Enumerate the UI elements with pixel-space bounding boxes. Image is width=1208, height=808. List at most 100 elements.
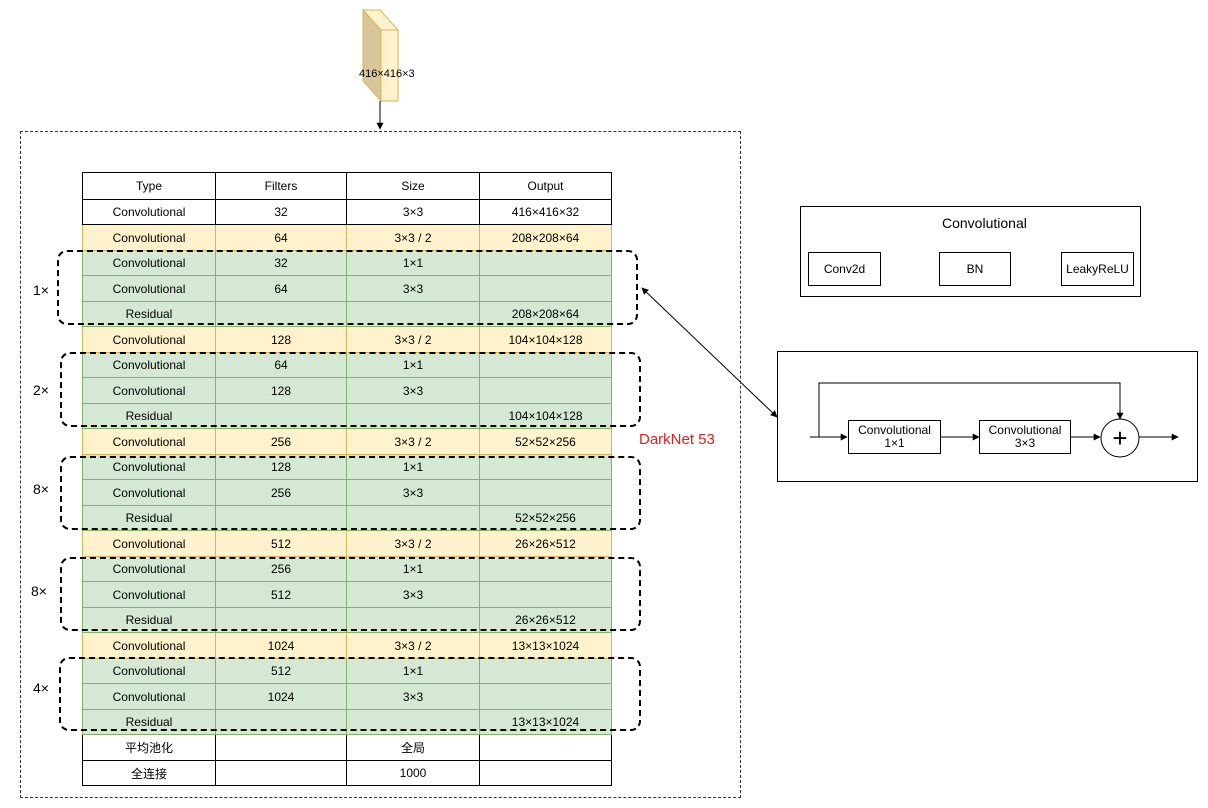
header-output: Output xyxy=(479,172,612,200)
cell-type: 平均池化 xyxy=(82,734,216,761)
cell-filters: 256 xyxy=(215,428,347,455)
table-header-row: Type Filters Size Output xyxy=(82,172,612,200)
cell-size: 3×3 xyxy=(346,275,480,302)
cell-output: 26×26×512 xyxy=(479,607,612,633)
cell-output xyxy=(479,479,612,506)
cell-output: 52×52×256 xyxy=(479,428,612,455)
cell-filters xyxy=(215,734,347,761)
network-frame xyxy=(20,131,741,798)
cell-output xyxy=(479,683,612,710)
cell-size xyxy=(346,505,480,531)
cell-filters: 128 xyxy=(215,454,347,480)
cell-output xyxy=(479,250,612,276)
cell-filters: 64 xyxy=(215,352,347,378)
cell-size: 3×3 xyxy=(346,683,480,710)
repeat-label-5: 4× xyxy=(33,680,49,696)
cell-size xyxy=(346,301,480,327)
cell-size xyxy=(346,607,480,633)
cell-type: Convolutional xyxy=(82,199,216,225)
cell-type: Convolutional xyxy=(82,479,216,506)
cell-output xyxy=(479,556,612,582)
header-type: Type xyxy=(82,172,216,200)
cell-filters: 256 xyxy=(215,556,347,582)
conv2d-node: Conv2d xyxy=(808,252,881,286)
cell-type: Residual xyxy=(82,301,216,327)
leakyrelu-node: LeakyReLU xyxy=(1061,252,1134,286)
cell-filters: 32 xyxy=(215,199,347,225)
residual-group-3 xyxy=(60,456,641,530)
cell-output xyxy=(479,760,612,786)
residual-panel xyxy=(777,351,1198,482)
cell-type: Convolutional xyxy=(82,632,216,659)
cell-type: Convolutional xyxy=(82,275,216,302)
cell-type: Convolutional xyxy=(82,224,216,251)
cell-output: 104×104×128 xyxy=(479,326,612,353)
repeat-label-2: 2× xyxy=(33,382,49,398)
cell-type: Convolutional xyxy=(82,581,216,608)
cell-output: 26×26×512 xyxy=(479,530,612,557)
cell-output: 104×104×128 xyxy=(479,403,612,429)
cell-output xyxy=(479,658,612,684)
cell-type: Convolutional xyxy=(82,530,216,557)
cell-size: 1×1 xyxy=(346,556,480,582)
input-tensor-icon xyxy=(361,8,400,103)
cell-output: 52×52×256 xyxy=(479,505,612,531)
conv-panel-title: Convolutional xyxy=(942,215,1027,231)
cell-filters xyxy=(215,403,347,429)
residual-group-1 xyxy=(57,250,638,325)
cell-type: Residual xyxy=(82,403,216,429)
cell-filters xyxy=(215,760,347,786)
repeat-label-1: 1× xyxy=(33,282,49,298)
cell-type: Convolutional xyxy=(82,428,216,455)
cell-filters xyxy=(215,301,347,327)
cell-type: Convolutional xyxy=(82,658,216,684)
cell-size: 全局 xyxy=(346,734,480,761)
cell-filters: 1024 xyxy=(215,632,347,659)
cell-size: 3×3 / 2 xyxy=(346,428,480,455)
header-size: Size xyxy=(346,172,480,200)
cell-type: Convolutional xyxy=(82,326,216,353)
cell-size: 3×3 / 2 xyxy=(346,224,480,251)
cell-size: 1000 xyxy=(346,760,480,786)
cell-size: 3×3 xyxy=(346,199,480,225)
cell-size: 1×1 xyxy=(346,352,480,378)
repeat-label-4: 8× xyxy=(31,583,47,599)
cell-size: 3×3 / 2 xyxy=(346,530,480,557)
residual-conv2-line1: Convolutional xyxy=(988,423,1062,437)
cell-output: 208×208×64 xyxy=(479,224,612,251)
cell-size: 1×1 xyxy=(346,250,480,276)
cell-filters: 64 xyxy=(215,224,347,251)
cell-type: Convolutional xyxy=(82,454,216,480)
cell-type: Convolutional xyxy=(82,377,216,404)
cell-filters: 256 xyxy=(215,479,347,506)
repeat-label-3: 8× xyxy=(33,481,49,497)
add-circle xyxy=(1100,418,1140,458)
cell-output xyxy=(479,275,612,302)
table-row: 平均池化 全局 xyxy=(82,734,612,761)
skip-connection xyxy=(818,382,1124,437)
residual-conv1-line1: Convolutional xyxy=(858,423,931,437)
residual-conv2-node: Convolutional 3×3 xyxy=(979,420,1071,454)
cell-size: 3×3 xyxy=(346,479,480,506)
cell-output xyxy=(479,454,612,480)
cell-type: Convolutional xyxy=(82,556,216,582)
residual-group-4 xyxy=(60,557,641,631)
header-filters: Filters xyxy=(215,172,347,200)
cell-filters: 512 xyxy=(215,530,347,557)
